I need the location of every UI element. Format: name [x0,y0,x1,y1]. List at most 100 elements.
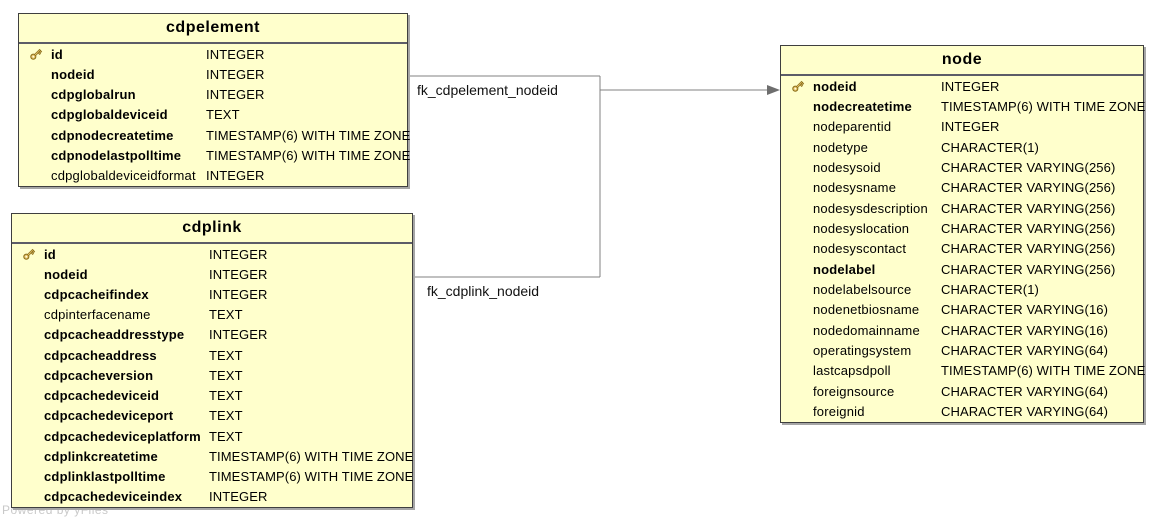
column-type: TEXT [209,347,243,363]
column-name: cdpglobaldeviceidformat [51,168,196,184]
column-type: CHARACTER(1) [941,139,1039,155]
table-rows: id INTEGER nodeid INTEGER [19,44,411,186]
column-name: nodelabelsource [813,282,912,298]
column-type: INTEGER [209,489,268,505]
column-type: CHARACTER VARYING(16) [941,322,1109,338]
table-row: nodetype CHARACTER(1) [781,137,1143,157]
column-name: cdpcachedeviceindex [44,489,183,505]
table-row: nodesysoid CHARACTER VARYING(256) [781,157,1143,177]
column-name: nodedomainname [813,322,920,338]
column-name: cdpcachedeviceid [44,388,160,404]
fk-label-cdplink-nodeid: fk_cdplink_nodeid [427,283,540,299]
table-row: foreignsource CHARACTER VARYING(64) [781,381,1143,401]
table-row: cdpcacheaddresstype INTEGER [12,325,412,345]
column-type: CHARACTER VARYING(256) [941,160,1116,176]
table-row: cdpinterfacename TEXT [12,305,412,325]
table-title: cdpelement [19,14,407,44]
column-name: id [51,46,63,62]
primary-key-icon [22,247,44,261]
column-name: nodeid [813,78,857,94]
column-type: INTEGER [209,327,268,343]
column-name: nodesyslocation [813,221,910,237]
column-type: INTEGER [209,287,268,303]
column-name: operatingsystem [813,343,912,359]
table-rows: id INTEGER nodeid INTEGER [12,244,414,507]
table-row: cdpglobalrun INTEGER [19,85,407,105]
table-row: cdpcacheaddress TEXT [12,345,412,365]
table-row: nodeid INTEGER [12,264,412,284]
column-type: CHARACTER(1) [941,282,1039,298]
column-type: TIMESTAMP(6) WITH TIME ZONE [941,99,1146,115]
column-type: CHARACTER VARYING(64) [941,343,1109,359]
table-row: nodelabelsource CHARACTER(1) [781,279,1143,299]
column-name: nodetype [813,139,869,155]
primary-key-icon [791,79,813,93]
table-row: foreignid CHARACTER VARYING(64) [781,402,1143,422]
column-name: nodesysname [813,180,897,196]
table-row: nodecreatetime TIMESTAMP(6) WITH TIME ZO… [781,96,1146,116]
column-type: CHARACTER VARYING(256) [941,180,1116,196]
column-name: foreignsource [813,383,895,399]
column-name: cdpnodelastpolltime [51,148,182,164]
column-type: TIMESTAMP(6) WITH TIME ZONE [206,127,411,143]
column-name: id [44,246,56,262]
column-type: CHARACTER VARYING(64) [941,383,1109,399]
column-type: TEXT [209,428,243,444]
column-type: TIMESTAMP(6) WITH TIME ZONE [941,363,1146,379]
column-name: cdpcachedeviceplatform [44,428,201,444]
column-name: nodesysoid [813,160,881,176]
table-row: operatingsystem CHARACTER VARYING(64) [781,340,1143,360]
column-type: TEXT [209,307,243,323]
table-row: nodesyscontact CHARACTER VARYING(256) [781,239,1143,259]
table-row: nodenetbiosname CHARACTER VARYING(16) [781,300,1143,320]
column-type: TEXT [209,408,243,424]
column-name: cdpcacheifindex [44,287,149,303]
table-row: nodeid INTEGER [19,64,407,84]
column-name: cdpglobalrun [51,87,136,103]
column-type: INTEGER [206,46,265,62]
column-name: nodeid [44,266,88,282]
column-type: CHARACTER VARYING(16) [941,302,1109,318]
column-name: cdpnodecreatetime [51,127,174,143]
column-type: TIMESTAMP(6) WITH TIME ZONE [209,448,414,464]
table-row: cdpcacheifindex INTEGER [12,284,412,304]
table-row: cdpcachedeviceplatform TEXT [12,426,412,446]
table-row: cdplinklastpolltime TIMESTAMP(6) WITH TI… [12,466,414,486]
column-name: nodesysdescription [813,200,928,216]
arrowhead-icon [767,85,780,95]
column-name: cdpcacheaddress [44,347,157,363]
table-rows: nodeid INTEGER nodecreatetime TIMESTAMP(… [781,76,1146,422]
column-type: INTEGER [941,119,1000,135]
entity-cdplink: cdplink id INTEGER [11,213,413,508]
column-type: TIMESTAMP(6) WITH TIME ZONE [209,469,414,485]
table-row: cdpnodecreatetime TIMESTAMP(6) WITH TIME… [19,125,411,145]
column-name: cdpglobaldeviceid [51,107,168,123]
table-row: id INTEGER [12,244,412,264]
column-name: nodelabel [813,261,876,277]
table-row: cdpcacheversion TEXT [12,365,412,385]
table-row: cdpcachedeviceport TEXT [12,406,412,426]
table-row: nodeparentid INTEGER [781,117,1143,137]
table-row: cdplinkcreatetime TIMESTAMP(6) WITH TIME… [12,446,414,466]
column-name: cdplinklastpolltime [44,469,166,485]
column-type: TIMESTAMP(6) WITH TIME ZONE [206,148,411,164]
table-row: cdpglobaldeviceid TEXT [19,105,407,125]
table-row: nodeid INTEGER [781,76,1143,96]
column-name: cdpcachedeviceport [44,408,174,424]
column-type: CHARACTER VARYING(256) [941,221,1116,237]
column-name: cdplinkcreatetime [44,448,158,464]
column-type: INTEGER [209,266,268,282]
table-row: cdpcachedeviceid TEXT [12,386,412,406]
column-name: cdpinterfacename [44,307,151,323]
column-type: CHARACTER VARYING(256) [941,200,1116,216]
table-row: nodesysname CHARACTER VARYING(256) [781,178,1143,198]
column-name: lastcapsdpoll [813,363,891,379]
table-title: node [781,46,1143,76]
entity-node: node nodeid INTEGER [780,45,1146,423]
column-name: foreignid [813,404,865,420]
column-type: INTEGER [206,87,265,103]
column-type: INTEGER [206,66,265,82]
column-type: INTEGER [941,78,1000,94]
column-name: nodeid [51,66,95,82]
